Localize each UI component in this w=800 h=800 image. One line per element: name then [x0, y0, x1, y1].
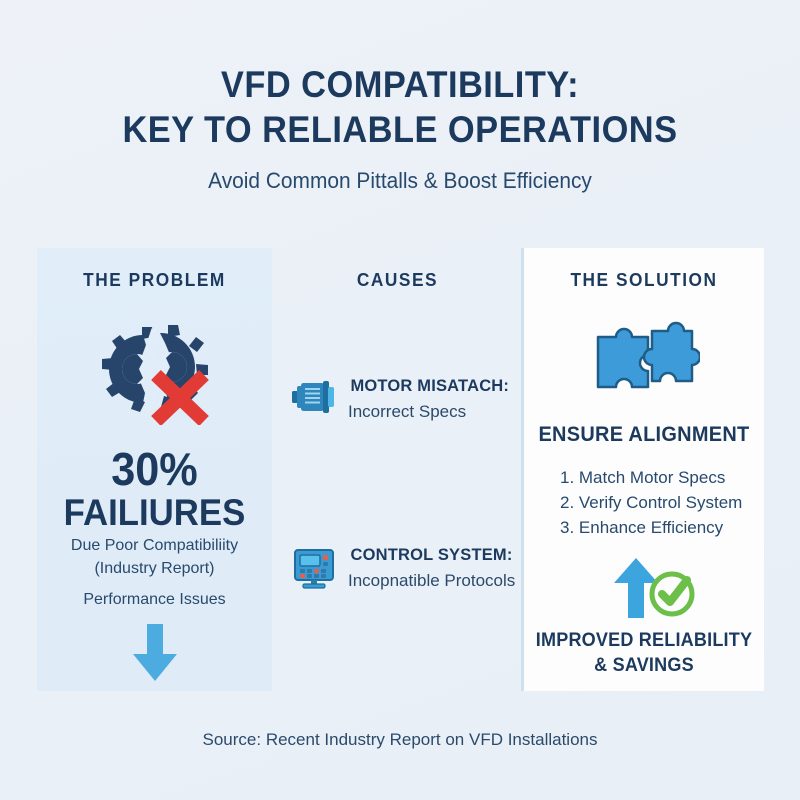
failure-percent: 30%	[111, 443, 198, 495]
page-title-line-2: KEY TO RELIABLE OPERATIONS	[122, 109, 678, 150]
cause-motor-subtitle: Incorrect Specs	[348, 402, 467, 421]
failure-stat-block: 30% FAILIURES Due Poor Compatibiliity (I…	[37, 445, 272, 610]
solution-step-2: 2. Verify Control System	[560, 493, 743, 512]
cause-item-control-system: CONTROL SYSTEM: Incopnatible Protocols	[288, 545, 518, 591]
result-icons-group	[524, 556, 764, 618]
cause-motor-text: MOTOR MISATACH: Incorrect Specs	[340, 376, 512, 422]
failure-note-line-1: Due Poor Compatibiliity	[70, 537, 239, 554]
columns-region: THE PROBLEM	[0, 248, 800, 693]
cause-control-system-title: CONTROL SYSTEM:	[350, 545, 513, 564]
cause-control-system-subtitle: Incopnatible Protocols	[348, 571, 516, 590]
control-panel-icon	[288, 545, 340, 589]
check-circle-icon	[649, 571, 695, 617]
solution-panel: THE SOLUTION ENSURE ALIGNMENT 1. Match M…	[521, 248, 764, 691]
solution-step-3: 3. Enhance Efficiency	[560, 518, 724, 537]
solution-steps-list: 1. Match Motor Specs 2. Verify Control S…	[524, 465, 764, 540]
solution-subheading: ENSURE ALIGNMENT	[538, 423, 750, 446]
source-footer: Source: Recent Industry Report on VFD In…	[202, 730, 598, 749]
arrow-down-icon	[37, 624, 272, 682]
failure-note-line-2: (Industry Report)	[94, 560, 215, 577]
causes-heading: CAUSES	[356, 270, 439, 290]
result-line-2: & SAVINGS	[594, 655, 694, 676]
solution-step-1: 1. Match Motor Specs	[560, 468, 726, 487]
page-subtitle: Avoid Common Pittalls & Boost Efficiency	[208, 168, 592, 193]
failure-note-line-3: Performance Issues	[83, 591, 226, 608]
cause-motor-title: MOTOR MISATACH:	[350, 376, 510, 395]
causes-panel: CAUSES	[280, 248, 515, 691]
result-line-1: IMPROVED RELIABILITY	[535, 630, 753, 651]
header: VFD COMPATIBILITY: KEY TO RELIABLE OPERA…	[0, 62, 800, 194]
problem-panel: THE PROBLEM	[37, 248, 272, 691]
problem-heading: THE PROBLEM	[83, 270, 226, 290]
page-title-line-1: VFD COMPATIBILITY:	[220, 64, 580, 105]
puzzle-pieces-icon	[524, 311, 764, 399]
arrow-up-icon	[614, 558, 658, 618]
broken-gear-red-x-icon	[37, 315, 272, 427]
cause-control-system-text: CONTROL SYSTEM: Incopnatible Protocols	[340, 545, 515, 591]
electric-motor-icon	[288, 376, 340, 414]
failure-label: FAILIURES	[63, 492, 246, 533]
solution-heading: THE SOLUTION	[570, 270, 718, 290]
result-text: IMPROVED RELIABILITY & SAVINGS	[530, 628, 758, 678]
cause-item-motor: MOTOR MISATACH: Incorrect Specs	[288, 376, 518, 422]
